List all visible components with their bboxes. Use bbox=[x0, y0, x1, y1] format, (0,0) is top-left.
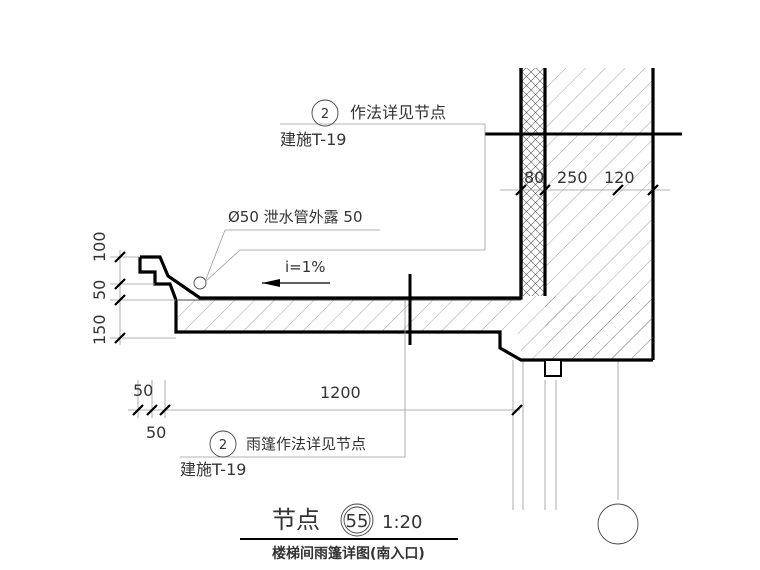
hdim-tick-1 bbox=[132, 404, 144, 416]
reference-top: 2 作法详见节点 建施T-19 bbox=[280, 99, 446, 149]
wall-dimensions: 80 250 120 bbox=[500, 168, 670, 196]
vdim-50: 50 bbox=[90, 280, 109, 300]
vertical-dimensions: 100 50 150 bbox=[90, 231, 176, 345]
vdim-150: 150 bbox=[90, 314, 109, 345]
vdim-100: 100 bbox=[90, 231, 109, 262]
ref-bottom-circle bbox=[209, 430, 237, 458]
ref-top-number: 2 bbox=[321, 107, 329, 122]
wall-insulation-hatch bbox=[521, 68, 545, 296]
wdim-250: 250 bbox=[557, 168, 588, 187]
node-number-circle bbox=[340, 503, 374, 537]
wdim-120: 120 bbox=[604, 168, 635, 187]
ref-top-text: 作法详见节点 bbox=[350, 103, 446, 122]
slab-hatch bbox=[178, 296, 653, 360]
ref-top-circle bbox=[311, 99, 339, 127]
wdim-80: 80 bbox=[524, 168, 544, 187]
node-label: 节点 bbox=[272, 506, 320, 534]
slope-indicator: i=1% bbox=[262, 258, 330, 287]
leader-drain bbox=[204, 229, 226, 283]
vdim-tick-1 bbox=[114, 251, 126, 263]
wdim-tick-1 bbox=[515, 184, 527, 196]
hdim-tick-3 bbox=[159, 404, 171, 416]
slope-label: i=1% bbox=[285, 258, 326, 276]
axis-bubble bbox=[597, 503, 639, 545]
vdim-tick-2 bbox=[114, 278, 126, 290]
drain-pipe bbox=[193, 276, 207, 290]
node-number-circle-inner bbox=[343, 506, 371, 534]
hdim-50-bottom: 50 bbox=[146, 423, 166, 442]
slab-top-outline bbox=[140, 68, 523, 300]
drip-block bbox=[544, 359, 562, 377]
wdim-tick-2 bbox=[539, 184, 551, 196]
ref-top-sheet: 建施T-19 bbox=[280, 130, 346, 149]
leader-bottom-ref bbox=[180, 300, 406, 458]
hdim-1200: 1200 bbox=[320, 383, 361, 402]
title-block: 节点 55 1:20 楼梯间雨篷详图(南入口) bbox=[240, 503, 458, 562]
hdim-50-top: 50 bbox=[133, 381, 153, 400]
ref-bottom-number: 2 bbox=[219, 438, 227, 453]
slope-arrow-head bbox=[262, 279, 280, 287]
node-number: 55 bbox=[346, 511, 369, 532]
node-scale: 1:20 bbox=[382, 512, 422, 533]
wdim-tick-4 bbox=[647, 184, 659, 196]
vdim-tick-4 bbox=[114, 332, 126, 344]
hdim-tick-2 bbox=[146, 404, 158, 416]
wdim-tick-3 bbox=[612, 184, 624, 196]
leaders bbox=[180, 123, 486, 458]
drawing-caption: 楼梯间雨篷详图(南入口) bbox=[272, 545, 425, 562]
ref-bottom-text: 雨篷作法详见节点 bbox=[246, 435, 366, 453]
horizontal-dimensions: 50 50 1200 bbox=[128, 380, 523, 442]
ref-bottom-sheet: 建施T-19 bbox=[180, 460, 246, 479]
vdim-tick-3 bbox=[114, 294, 126, 306]
leader-top-ref bbox=[204, 123, 486, 283]
drain-note: Ø50 泄水管外露 50 bbox=[228, 208, 363, 226]
hdim-tick-4 bbox=[511, 404, 523, 416]
reference-bottom: 2 雨篷作法详见节点 建施T-19 bbox=[180, 430, 366, 479]
